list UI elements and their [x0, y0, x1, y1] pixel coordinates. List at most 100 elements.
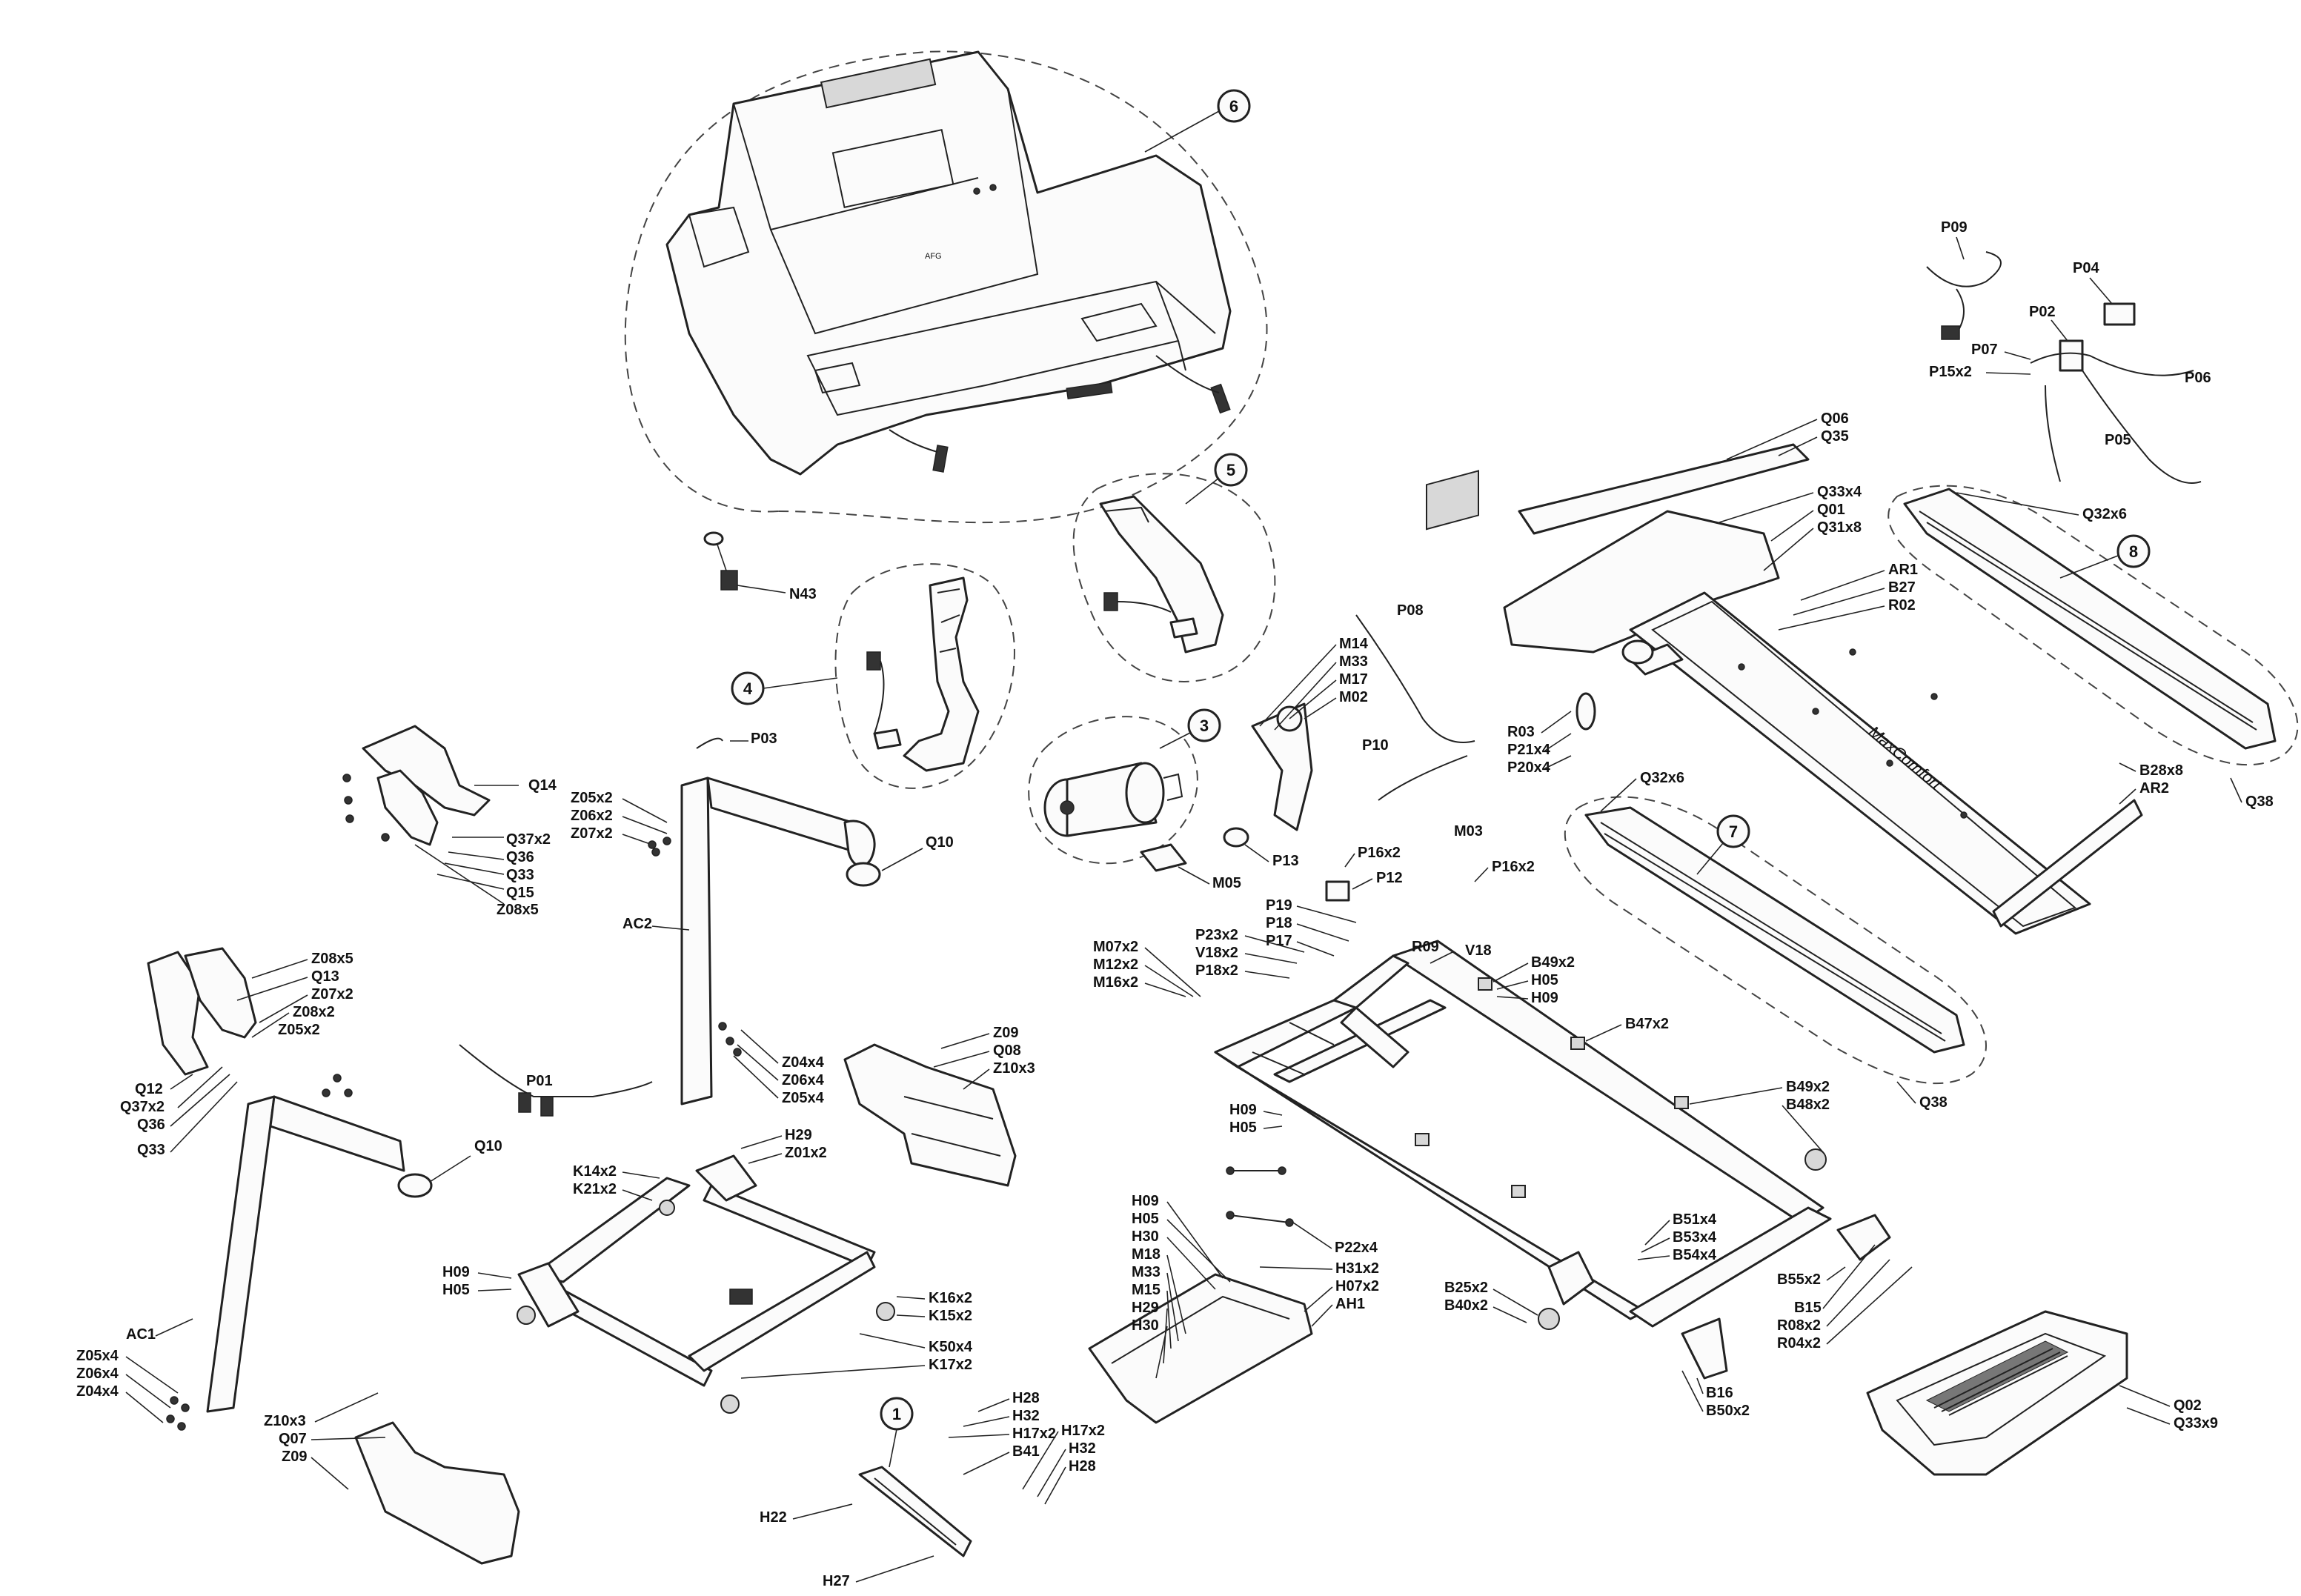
- label-z08x2: Z08x2: [293, 1004, 335, 1020]
- callout-7: 7: [1729, 822, 1738, 841]
- label-q12: Q12: [135, 1081, 163, 1097]
- label-m16x2: M16x2: [1093, 974, 1138, 991]
- label-v18: V18: [1465, 942, 1492, 959]
- handlebar-left-assembly: 4: [731, 563, 1015, 789]
- label-z05x4-a: Z05x4: [782, 1090, 825, 1106]
- frame-link-assembly-1: 1 H28 H32 H17x2 B41 H17x2 H32 H28 H22 H2…: [760, 1390, 1105, 1589]
- label-h30-b: H30: [1132, 1317, 1159, 1334]
- motor-electronics: M14 M33 M17 M02 P08 P10 P13 M05 P16x2 P1…: [1140, 470, 1535, 902]
- label-p09: P09: [1941, 219, 1968, 236]
- label-m02: M02: [1339, 689, 1368, 705]
- label-k15x2: K15x2: [929, 1308, 972, 1324]
- label-z09-a: Z09: [993, 1025, 1018, 1041]
- label-b16: B16: [1706, 1385, 1733, 1401]
- label-q37x2-b: Q37x2: [120, 1099, 165, 1115]
- callout-circle-8: [2116, 534, 2151, 568]
- label-b48x2: B48x2: [1786, 1097, 1830, 1113]
- label-b51x4: B51x4: [1673, 1211, 1717, 1228]
- label-q08: Q08: [993, 1043, 1021, 1059]
- label-h28-b: H28: [1069, 1458, 1096, 1474]
- label-z01x2: Z01x2: [785, 1145, 827, 1161]
- label-ac2: AC2: [622, 916, 652, 932]
- label-q36-b: Q36: [137, 1117, 165, 1133]
- label-z06x4-a: Z06x4: [782, 1072, 825, 1088]
- label-p03: P03: [751, 731, 777, 747]
- label-p17: P17: [1266, 933, 1292, 949]
- label-p20x4: P20x4: [1507, 759, 1551, 776]
- label-h17x2-a: H17x2: [1012, 1426, 1056, 1442]
- label-p16x2-b: P16x2: [1492, 859, 1535, 875]
- callout-6: 6: [1229, 97, 1238, 116]
- label-p18x2: P18x2: [1195, 962, 1238, 979]
- label-z05x2-b: Z05x2: [278, 1022, 320, 1038]
- label-r09: R09: [1412, 939, 1439, 955]
- label-q07: Q07: [279, 1431, 307, 1447]
- label-b49x2-b: B49x2: [1786, 1079, 1830, 1095]
- side-rail-left-assembly: Q32x6 7 Q38: [1564, 770, 1987, 1111]
- label-q06: Q06: [1821, 410, 1849, 427]
- wire-harness: P09 P04 P02 P07 P15x2 P06 P05: [1926, 219, 2211, 484]
- upright-right-ac2: P03 AC2 Z05x2 Z06x2 Z07x2 Q10 Z04x4 Z06x…: [459, 731, 954, 1117]
- label-m07x2: M07x2: [1093, 939, 1138, 955]
- label-k16x2: K16x2: [929, 1290, 972, 1306]
- label-k50x4: K50x4: [929, 1339, 973, 1355]
- label-ar2: AR2: [2139, 780, 2169, 797]
- label-b27: B27: [1888, 579, 1916, 596]
- console-assembly: AFG 6: [624, 50, 1268, 524]
- label-h28-a: H28: [1012, 1390, 1040, 1406]
- label-r08x2: R08x2: [1777, 1317, 1821, 1334]
- label-h31x2: H31x2: [1335, 1260, 1379, 1277]
- label-k21x2: K21x2: [573, 1181, 617, 1197]
- label-b53x4: B53x4: [1673, 1229, 1717, 1246]
- rear-foot-bracket: B55x2 B15 R08x2 R04x2 B16 B50x2: [1681, 1214, 1913, 1419]
- label-q02: Q02: [2174, 1397, 2202, 1414]
- label-n43: N43: [789, 586, 817, 602]
- label-q10-a: Q10: [926, 834, 954, 851]
- motor-cover-tray: Q02 Q33x9: [1866, 1310, 2218, 1476]
- front-cover-q08: Z09 Q08 Z10x3: [843, 1025, 1035, 1187]
- label-z06x4-b: Z06x4: [76, 1366, 119, 1382]
- side-rail-right-assembly: Q32x6 8 Q38: [1887, 485, 2299, 810]
- label-m17: M17: [1339, 671, 1368, 688]
- label-p16x2-a: P16x2: [1358, 845, 1401, 861]
- label-p21x4: P21x4: [1507, 742, 1551, 758]
- label-h29-b: H29: [1132, 1300, 1159, 1316]
- label-z07x2-a: Z07x2: [571, 825, 613, 842]
- label-z05x4-b: Z05x4: [76, 1348, 119, 1364]
- label-q33-a: Q33: [506, 867, 534, 883]
- label-h05-c: H05: [1229, 1120, 1257, 1136]
- label-p22x4: P22x4: [1335, 1240, 1378, 1256]
- label-m05: M05: [1212, 875, 1241, 891]
- label-m15: M15: [1132, 1282, 1161, 1298]
- label-p18: P18: [1266, 915, 1292, 931]
- label-m14: M14: [1339, 636, 1369, 652]
- label-h29-a: H29: [785, 1127, 812, 1143]
- label-q32x6-a: Q32x6: [2082, 506, 2127, 522]
- callout-circle-6: [1217, 89, 1251, 123]
- label-h09-a: H09: [442, 1264, 470, 1280]
- label-b50x2: B50x2: [1706, 1403, 1750, 1419]
- label-q33x9: Q33x9: [2174, 1415, 2218, 1432]
- callout-circle-3: [1187, 708, 1221, 742]
- label-b15: B15: [1794, 1300, 1822, 1316]
- frame-bracket-ah1: H09 H05 H30 M18 M33 M15 H29 H30 H31x2 H0…: [1088, 1193, 1379, 1424]
- label-z08x5-b: Z08x5: [311, 951, 353, 967]
- label-k17x2: K17x2: [929, 1357, 972, 1373]
- label-q35: Q35: [1821, 428, 1849, 445]
- label-b41: B41: [1012, 1443, 1040, 1460]
- label-h05-a: H05: [442, 1282, 470, 1298]
- label-z09-b: Z09: [282, 1449, 307, 1465]
- label-p05: P05: [2105, 432, 2131, 448]
- label-q13: Q13: [311, 968, 339, 985]
- label-p13: P13: [1272, 853, 1299, 869]
- callout-8: 8: [2129, 542, 2138, 561]
- label-z10x3-b: Z10x3: [264, 1413, 306, 1429]
- label-ah1: AH1: [1335, 1296, 1365, 1312]
- callout-4: 4: [743, 679, 753, 698]
- main-frame: P19 P18 P17 P23x2 V18x2 P18x2 M07x2 M12x…: [1093, 897, 1832, 1330]
- label-h09-d: H09: [1132, 1193, 1159, 1209]
- label-r04x2: R04x2: [1777, 1335, 1821, 1351]
- label-k14x2: K14x2: [573, 1163, 617, 1180]
- label-q01: Q01: [1817, 502, 1845, 518]
